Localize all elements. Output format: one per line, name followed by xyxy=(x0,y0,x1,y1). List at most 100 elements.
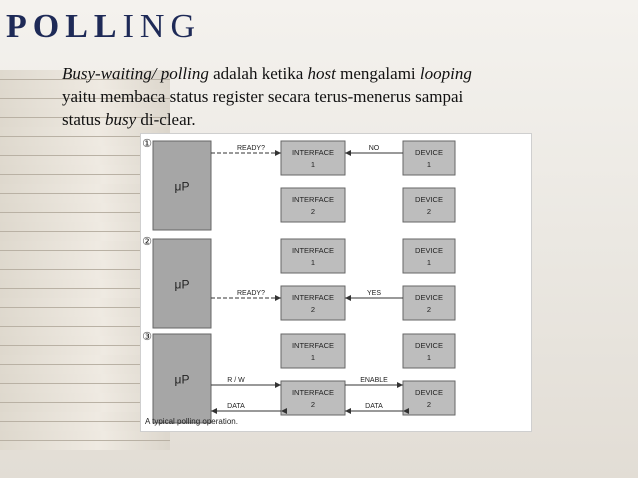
paper-sheet xyxy=(0,393,170,402)
interface-box xyxy=(280,140,346,176)
device-box xyxy=(402,238,456,274)
paper-sheet xyxy=(0,174,170,184)
paper-sheet xyxy=(0,288,170,298)
paper-sheet xyxy=(0,336,170,345)
enable-label: ENABLE xyxy=(360,377,388,384)
ready-label: READY? xyxy=(237,290,265,297)
body-line-3-run: di-clear. xyxy=(136,110,196,129)
cpu-box xyxy=(152,238,212,329)
body-line-3-run: status xyxy=(62,110,105,129)
body-line-1-run: adalah ketika xyxy=(208,64,308,83)
cpu-label: μP xyxy=(175,180,190,194)
interface-box xyxy=(280,333,346,369)
paper-sheet xyxy=(0,317,170,326)
paper-sheet xyxy=(0,117,170,127)
interface-label: INTERFACE xyxy=(292,341,334,350)
cpu-box xyxy=(152,333,212,424)
device-label: DEVICE xyxy=(415,246,443,255)
paper-sheet xyxy=(0,193,170,203)
paper-sheet xyxy=(0,431,170,440)
step-marker: ① xyxy=(142,138,152,150)
interface-label: INTERFACE xyxy=(292,388,334,397)
paper-sheet xyxy=(0,222,170,231)
device-box xyxy=(402,187,456,223)
body-line-3: status busy di-clear. xyxy=(62,108,622,131)
device-box xyxy=(402,333,456,369)
interface-label: INTERFACE xyxy=(292,246,334,255)
data-label-left: DATA xyxy=(227,403,245,410)
device-number: 1 xyxy=(427,160,431,169)
slide-title-part1: POLL xyxy=(6,8,123,45)
paper-sheet xyxy=(0,89,170,98)
device-label: DEVICE xyxy=(415,148,443,157)
device-label: DEVICE xyxy=(415,293,443,302)
body-text: Busy-waiting/ polling adalah ketika host… xyxy=(62,62,622,131)
paper-sheet xyxy=(0,98,170,108)
slide-title: POLLING xyxy=(6,8,201,46)
paper-sheet xyxy=(0,184,170,193)
device-number: 2 xyxy=(427,207,431,216)
paper-sheet xyxy=(0,70,170,79)
paper-sheet xyxy=(0,212,170,222)
paper-sheet xyxy=(0,231,170,241)
body-line-1-run: looping xyxy=(419,64,472,83)
polling-diagram-svg: ①μPINTERFACE1DEVICE1READY?NOINTERFACE2DE… xyxy=(142,138,456,426)
body-line-1: Busy-waiting/ polling adalah ketika host… xyxy=(62,62,622,85)
paper-sheet xyxy=(0,79,170,89)
paper-sheet xyxy=(0,364,170,374)
interface-number: 2 xyxy=(311,400,315,409)
paper-sheet xyxy=(0,279,170,288)
interface-number: 2 xyxy=(311,207,315,216)
body-line-1-run: mengalami xyxy=(335,64,420,83)
paper-sheet xyxy=(0,136,170,146)
paper-sheet xyxy=(0,241,170,250)
paper-sheet xyxy=(0,345,170,355)
device-box xyxy=(402,140,456,176)
paper-sheet xyxy=(0,326,170,336)
interface-box xyxy=(280,238,346,274)
cpu-label: μP xyxy=(175,278,190,292)
body-line-2: yaitu membaca status register secara ter… xyxy=(62,87,464,106)
device-number: 2 xyxy=(427,400,431,409)
cpu-label: μP xyxy=(175,373,190,387)
paper-sheet xyxy=(0,146,170,155)
data-label-right: DATA xyxy=(365,403,383,410)
paper-sheet xyxy=(0,165,170,174)
status-label: YES xyxy=(367,290,381,297)
body-line-1-run: host xyxy=(307,64,336,83)
paper-sheet xyxy=(0,383,170,393)
interface-number: 1 xyxy=(311,160,315,169)
interface-number: 1 xyxy=(311,353,315,362)
paper-sheet xyxy=(0,269,170,279)
rw-label: R / W xyxy=(227,377,245,384)
paper-sheet xyxy=(0,250,170,260)
body-line-3-run: busy xyxy=(104,110,137,129)
interface-label: INTERFACE xyxy=(292,293,334,302)
device-box xyxy=(402,285,456,321)
paper-sheet xyxy=(0,412,170,421)
interface-box xyxy=(280,187,346,223)
paper-sheet xyxy=(0,355,170,364)
device-number: 2 xyxy=(427,305,431,314)
paper-sheet xyxy=(0,108,170,117)
paper-sheet xyxy=(0,421,170,431)
paper-sheet xyxy=(0,127,170,136)
status-label: NO xyxy=(369,145,380,152)
step-marker: ③ xyxy=(142,331,152,343)
diagram-caption: A typical polling operation. xyxy=(145,417,238,426)
paper-sheet xyxy=(0,440,170,450)
body-line-1-run: Busy-waiting/ polling xyxy=(62,64,209,83)
device-number: 1 xyxy=(427,258,431,267)
paper-sheet xyxy=(0,374,170,383)
interface-label: INTERFACE xyxy=(292,195,334,204)
cpu-box xyxy=(152,140,212,231)
paper-sheet xyxy=(0,260,170,269)
interface-label: INTERFACE xyxy=(292,148,334,157)
paper-sheet xyxy=(0,298,170,307)
device-label: DEVICE xyxy=(415,388,443,397)
slide-title-part2: ING xyxy=(122,8,202,45)
paper-stack-decoration xyxy=(0,70,170,450)
device-label: DEVICE xyxy=(415,195,443,204)
paper-sheet xyxy=(0,203,170,212)
